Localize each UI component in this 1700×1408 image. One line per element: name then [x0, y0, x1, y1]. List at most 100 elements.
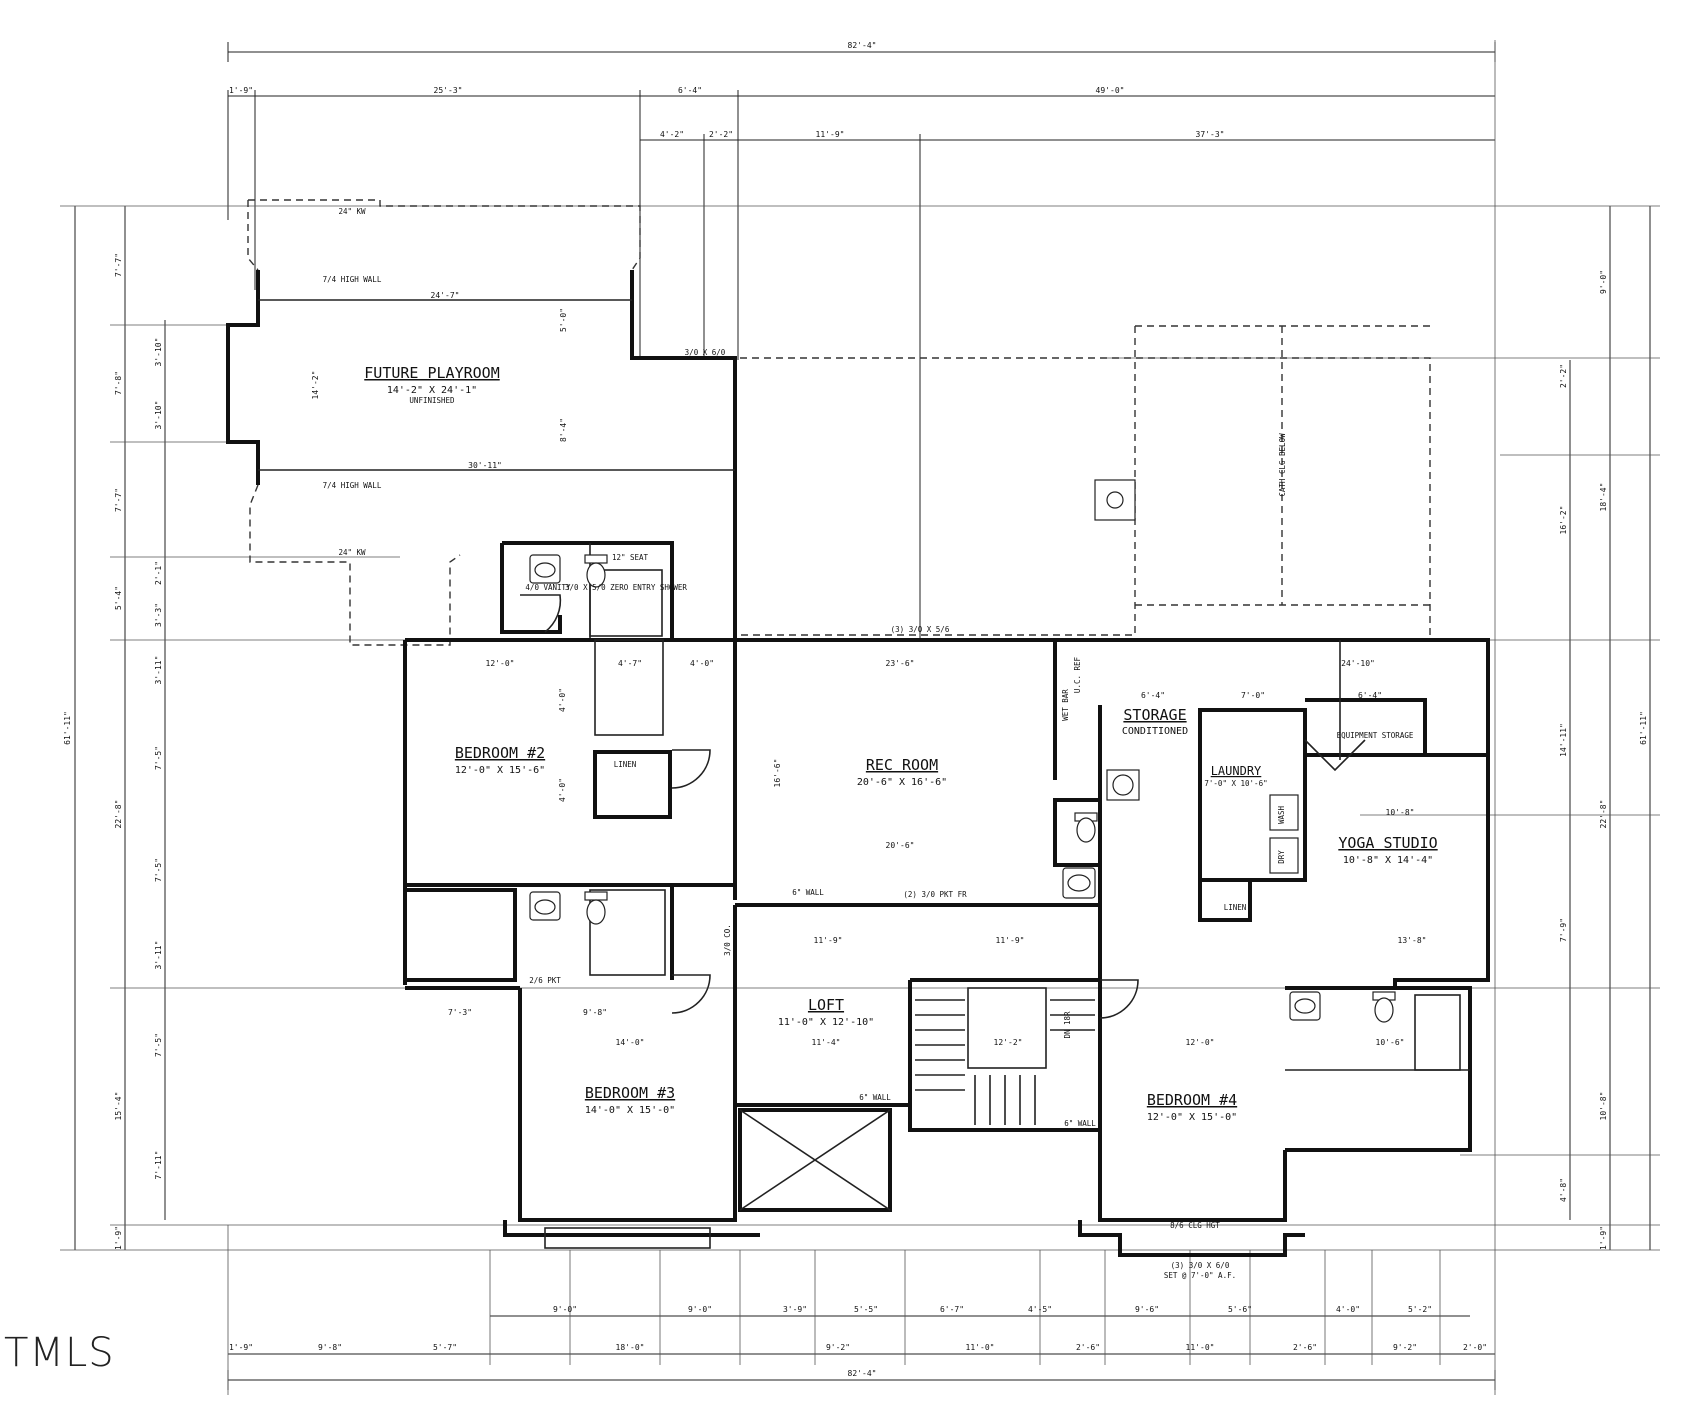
- dim-overall-width: 82'-4": [848, 41, 877, 50]
- dim-interior: 4'-0": [558, 688, 567, 712]
- dim-interior: 14'-0": [616, 1038, 645, 1047]
- dim-interior: 13'-8": [1398, 936, 1427, 945]
- room-name-yoga-studio: YOGA STUDIO: [1338, 834, 1437, 852]
- dim-interior: 9'-8": [583, 1008, 607, 1017]
- room-name-rec-room: REC ROOM: [866, 756, 938, 774]
- note-dry: DRY: [1277, 850, 1286, 864]
- note-six-wall: 6" WALL: [792, 888, 824, 897]
- note-window-rec: (3) 3/0 X 5/6: [891, 625, 950, 634]
- dim-interior: 16'-6": [773, 759, 782, 788]
- dim-bottom: 2'-6": [1076, 1343, 1100, 1352]
- note-pocket-door: 2/6 PKT: [529, 976, 561, 985]
- room-labels: FUTURE PLAYROOM 14'-2" X 24'-1" UNFINISH…: [364, 364, 1437, 1123]
- dim-left-inner: 7'-5": [154, 746, 163, 770]
- dim-top: 49'-0": [1096, 86, 1125, 95]
- room-name-laundry: LAUNDRY: [1211, 764, 1262, 778]
- note-window-playroom: 3/0 X 6/0: [685, 348, 726, 357]
- dim-interior: 4'-7": [618, 659, 642, 668]
- dim-interior: 14'-2": [311, 371, 320, 400]
- dim-bottom: 18'-0": [616, 1343, 645, 1352]
- dim-right-inner: 16'-2": [1559, 506, 1568, 535]
- dim-top: 25'-3": [434, 86, 463, 95]
- water-heater-icon: [1106, 769, 1140, 801]
- mls-logo: TMLS: [4, 1330, 115, 1376]
- dim-interior: 12'-0": [1186, 1038, 1215, 1047]
- dryer-icon: [1269, 837, 1299, 874]
- room-size-future-playroom: 14'-2" X 24'-1": [387, 385, 477, 396]
- room-size-rec-room: 20'-6" X 16'-6": [857, 777, 947, 788]
- note-window-bedroom4: (3) 3/0 X 6/0: [1171, 1261, 1230, 1270]
- dim-top: 37'-3": [1196, 130, 1225, 139]
- dim-bottom: 9'-8": [318, 1343, 342, 1352]
- washer-icon: [1269, 794, 1299, 831]
- dim-bottom: 4'-0": [1336, 1305, 1360, 1314]
- room-size-bedroom4: 12'-0" X 15'-0": [1147, 1112, 1237, 1123]
- dim-interior: 12'-0": [486, 659, 515, 668]
- dim-bottom: 2'-0": [1463, 1343, 1487, 1352]
- room-size-yoga-studio: 10'-8" X 14'-4": [1343, 855, 1433, 866]
- dim-bottom: 11'-0": [1186, 1343, 1215, 1352]
- dim-overall-width: 82'-4": [848, 1369, 877, 1378]
- dim-interior: 23'-6": [886, 659, 915, 668]
- dim-right: 1'-9": [1599, 1226, 1608, 1250]
- dim-top: 1'-9": [229, 86, 253, 95]
- note-cath-clg: CATH CLG BELOW: [1278, 433, 1287, 497]
- toilet-icon: [584, 891, 608, 925]
- room-name-storage: STORAGE: [1123, 706, 1186, 724]
- dim-interior: 6'-4": [1358, 691, 1382, 700]
- dim-bottom: 9'-0": [688, 1305, 712, 1314]
- dim-top: 2'-2": [709, 130, 733, 139]
- stair-icon: [915, 999, 1095, 1125]
- dim-interior: 11'-4": [812, 1038, 841, 1047]
- dim-right-inner: 7'-9": [1559, 918, 1568, 942]
- toilet-icon: [1372, 991, 1396, 1023]
- dim-bottom: 1'-9": [229, 1343, 253, 1352]
- dim-right-inner: 2'-2": [1559, 364, 1568, 388]
- overall-dimension-lines: [74, 42, 1651, 1390]
- dim-left-inner: 3'-11": [154, 941, 163, 970]
- dim-bottom: 2'-6": [1293, 1343, 1317, 1352]
- note-vanity: 4/0 VANITY: [525, 583, 571, 592]
- note-clg-hgt: 8/6 CLG HGT: [1170, 1221, 1220, 1230]
- note-pkt-fr: (2) 3/0 PKT FR: [903, 890, 967, 899]
- room-size-bedroom2: 12'-0" X 15'-6": [455, 765, 545, 776]
- dim-interior: 10'-8": [1386, 808, 1415, 817]
- note-high-wall: 7/4 HIGH WALL: [323, 275, 382, 284]
- note-shower: 3/0 X 5/0 ZERO ENTRY SHOWER: [565, 583, 687, 592]
- note-seat: 12" SEAT: [612, 553, 649, 562]
- note-window-bedroom4-set: SET @ 7'-0" A.F.: [1164, 1271, 1236, 1280]
- dim-right: 22'-8": [1599, 800, 1608, 829]
- dim-interior: 11'-9": [814, 936, 843, 945]
- dashed-outlines: [247, 199, 1431, 646]
- dim-interior: 7'-3": [448, 1008, 472, 1017]
- dim-right: 10'-8": [1599, 1092, 1608, 1121]
- dimension-labels: 82'-4" 82'-4" 61'-11" 61'-11" 1'-9" 25'-…: [63, 41, 1648, 1378]
- dim-bottom: 5'-5": [854, 1305, 878, 1314]
- room-note-future-playroom: UNFINISHED: [409, 396, 455, 405]
- dim-right: 18'-4": [1599, 483, 1608, 512]
- room-name-bedroom4: BEDROOM #4: [1147, 1091, 1237, 1109]
- dim-interior: 11'-9": [996, 936, 1025, 945]
- dim-left-inner: 3'-10": [154, 338, 163, 367]
- dim-right-inner: 4'-8": [1559, 1178, 1568, 1202]
- dim-bottom: 9'-6": [1135, 1305, 1159, 1314]
- dim-left: 7'-8": [114, 371, 123, 395]
- dim-overall-depth: 61'-11": [1639, 711, 1648, 745]
- dim-left-inner: 7'-11": [154, 1151, 163, 1180]
- room-name-bedroom3: BEDROOM #3: [585, 1084, 675, 1102]
- dim-interior: 4'-0": [558, 778, 567, 802]
- dim-left: 7'-7": [114, 253, 123, 277]
- note-uc-ref: U.C. REF: [1073, 656, 1082, 693]
- walls: [226, 270, 1490, 1257]
- sink-icon: [529, 891, 561, 921]
- dim-overall-depth: 61'-11": [63, 711, 72, 745]
- dim-right: 9'-0": [1599, 270, 1608, 294]
- fixtures: [520, 479, 1396, 1125]
- dim-left: 7'-7": [114, 488, 123, 512]
- dim-left: 5'-4": [114, 586, 123, 610]
- dim-bottom: 9'-2": [1393, 1343, 1417, 1352]
- note-knee-wall: 24" KW: [338, 207, 366, 216]
- dim-left: 22'-8": [114, 800, 123, 829]
- room-name-bedroom2: BEDROOM #2: [455, 744, 545, 762]
- dim-left-inner: 7'-5": [154, 1033, 163, 1057]
